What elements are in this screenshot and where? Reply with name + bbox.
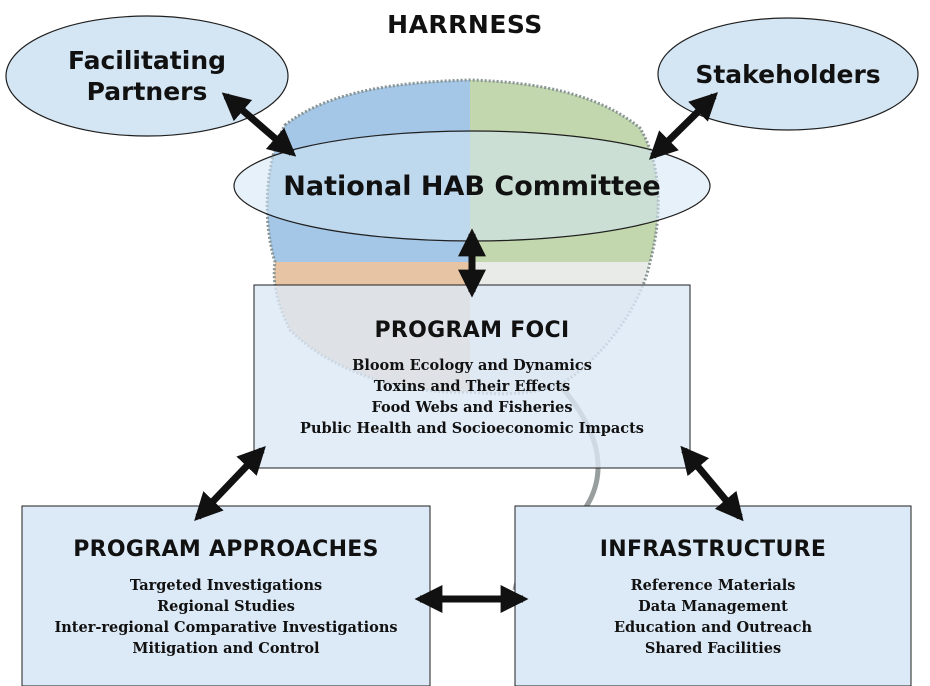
arrow-stakeholders-committee [649, 92, 718, 160]
list-item: Public Health and Socioeconomic Impacts [300, 420, 644, 437]
list-item: Data Management [638, 598, 788, 615]
list-item: Food Webs and Fisheries [371, 399, 573, 416]
program-approaches-list: Targeted Investigations Regional Studies… [22, 575, 430, 659]
list-item: Mitigation and Control [132, 640, 320, 657]
infrastructure-box [514, 505, 912, 686]
arrow-foci-approaches [194, 445, 266, 522]
list-item: Shared Facilities [644, 640, 782, 657]
list-item: Targeted Investigations [129, 577, 323, 594]
program-foci-list: Bloom Ecology and Dynamics Toxins and Th… [254, 355, 690, 439]
facilitating-partners-label: Facilitating Partners [67, 46, 227, 106]
list-item: Inter-regional Comparative Investigation… [54, 619, 398, 636]
list-item: Reference Materials [630, 577, 796, 594]
list-item: Toxins and Their Effects [373, 378, 571, 395]
infrastructure-list: Reference Materials Data Management Educ… [515, 575, 911, 659]
list-item: Bloom Ecology and Dynamics [352, 357, 592, 374]
infrastructure-heading: INFRASTRUCTURE [599, 537, 827, 562]
diagram-title: HARRNESS [387, 10, 543, 39]
program-approaches-heading: PROGRAM APPROACHES [73, 537, 379, 562]
list-item: Regional Studies [157, 598, 295, 615]
arrow-partners-committee [221, 92, 297, 157]
arrow-foci-infrastructure [680, 445, 744, 522]
stakeholders-label: Stakeholders [695, 60, 881, 89]
program-foci-heading: PROGRAM FOCI [374, 318, 570, 343]
stakeholders-ellipse [657, 17, 919, 131]
program-foci-box [253, 284, 691, 469]
list-item: Education and Outreach [613, 619, 813, 636]
facilitating-partners-ellipse [5, 15, 289, 137]
committee-label: National HAB Committee [283, 171, 661, 202]
